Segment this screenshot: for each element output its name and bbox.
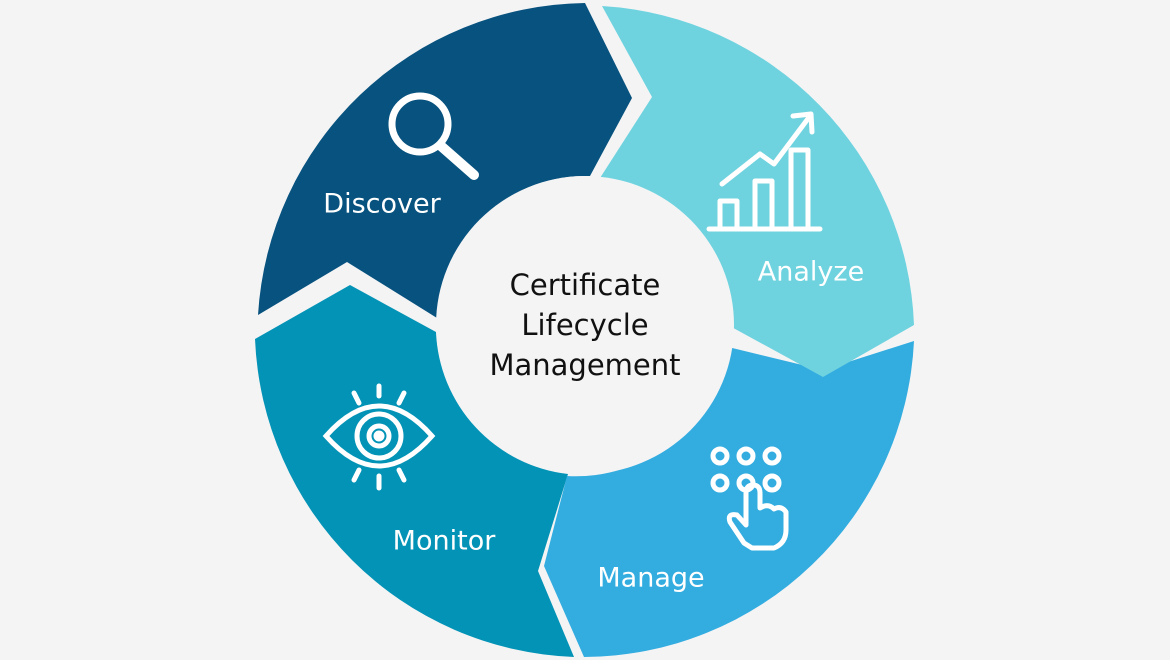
- center-title-line-3: Management: [489, 348, 681, 382]
- touch-keypad-icon: [710, 446, 789, 551]
- magnifier-icon: [388, 92, 479, 180]
- segment-monitor: [255, 285, 574, 657]
- label-discover: Discover: [323, 188, 441, 220]
- label-analyze: Analyze: [757, 256, 865, 288]
- label-monitor: Monitor: [392, 525, 496, 557]
- label-manage: Manage: [597, 562, 705, 594]
- center-title: Certificate Lifecycle Management: [465, 265, 705, 385]
- segment-manage: [544, 341, 914, 657]
- eye-icon: [322, 383, 436, 491]
- bar-chart-up-icon: [706, 111, 823, 232]
- center-title-line-1: Certificate: [509, 268, 661, 302]
- center-circle: [436, 176, 734, 474]
- segment-discover: [258, 3, 632, 318]
- center-title-line-2: Lifecycle: [521, 308, 649, 342]
